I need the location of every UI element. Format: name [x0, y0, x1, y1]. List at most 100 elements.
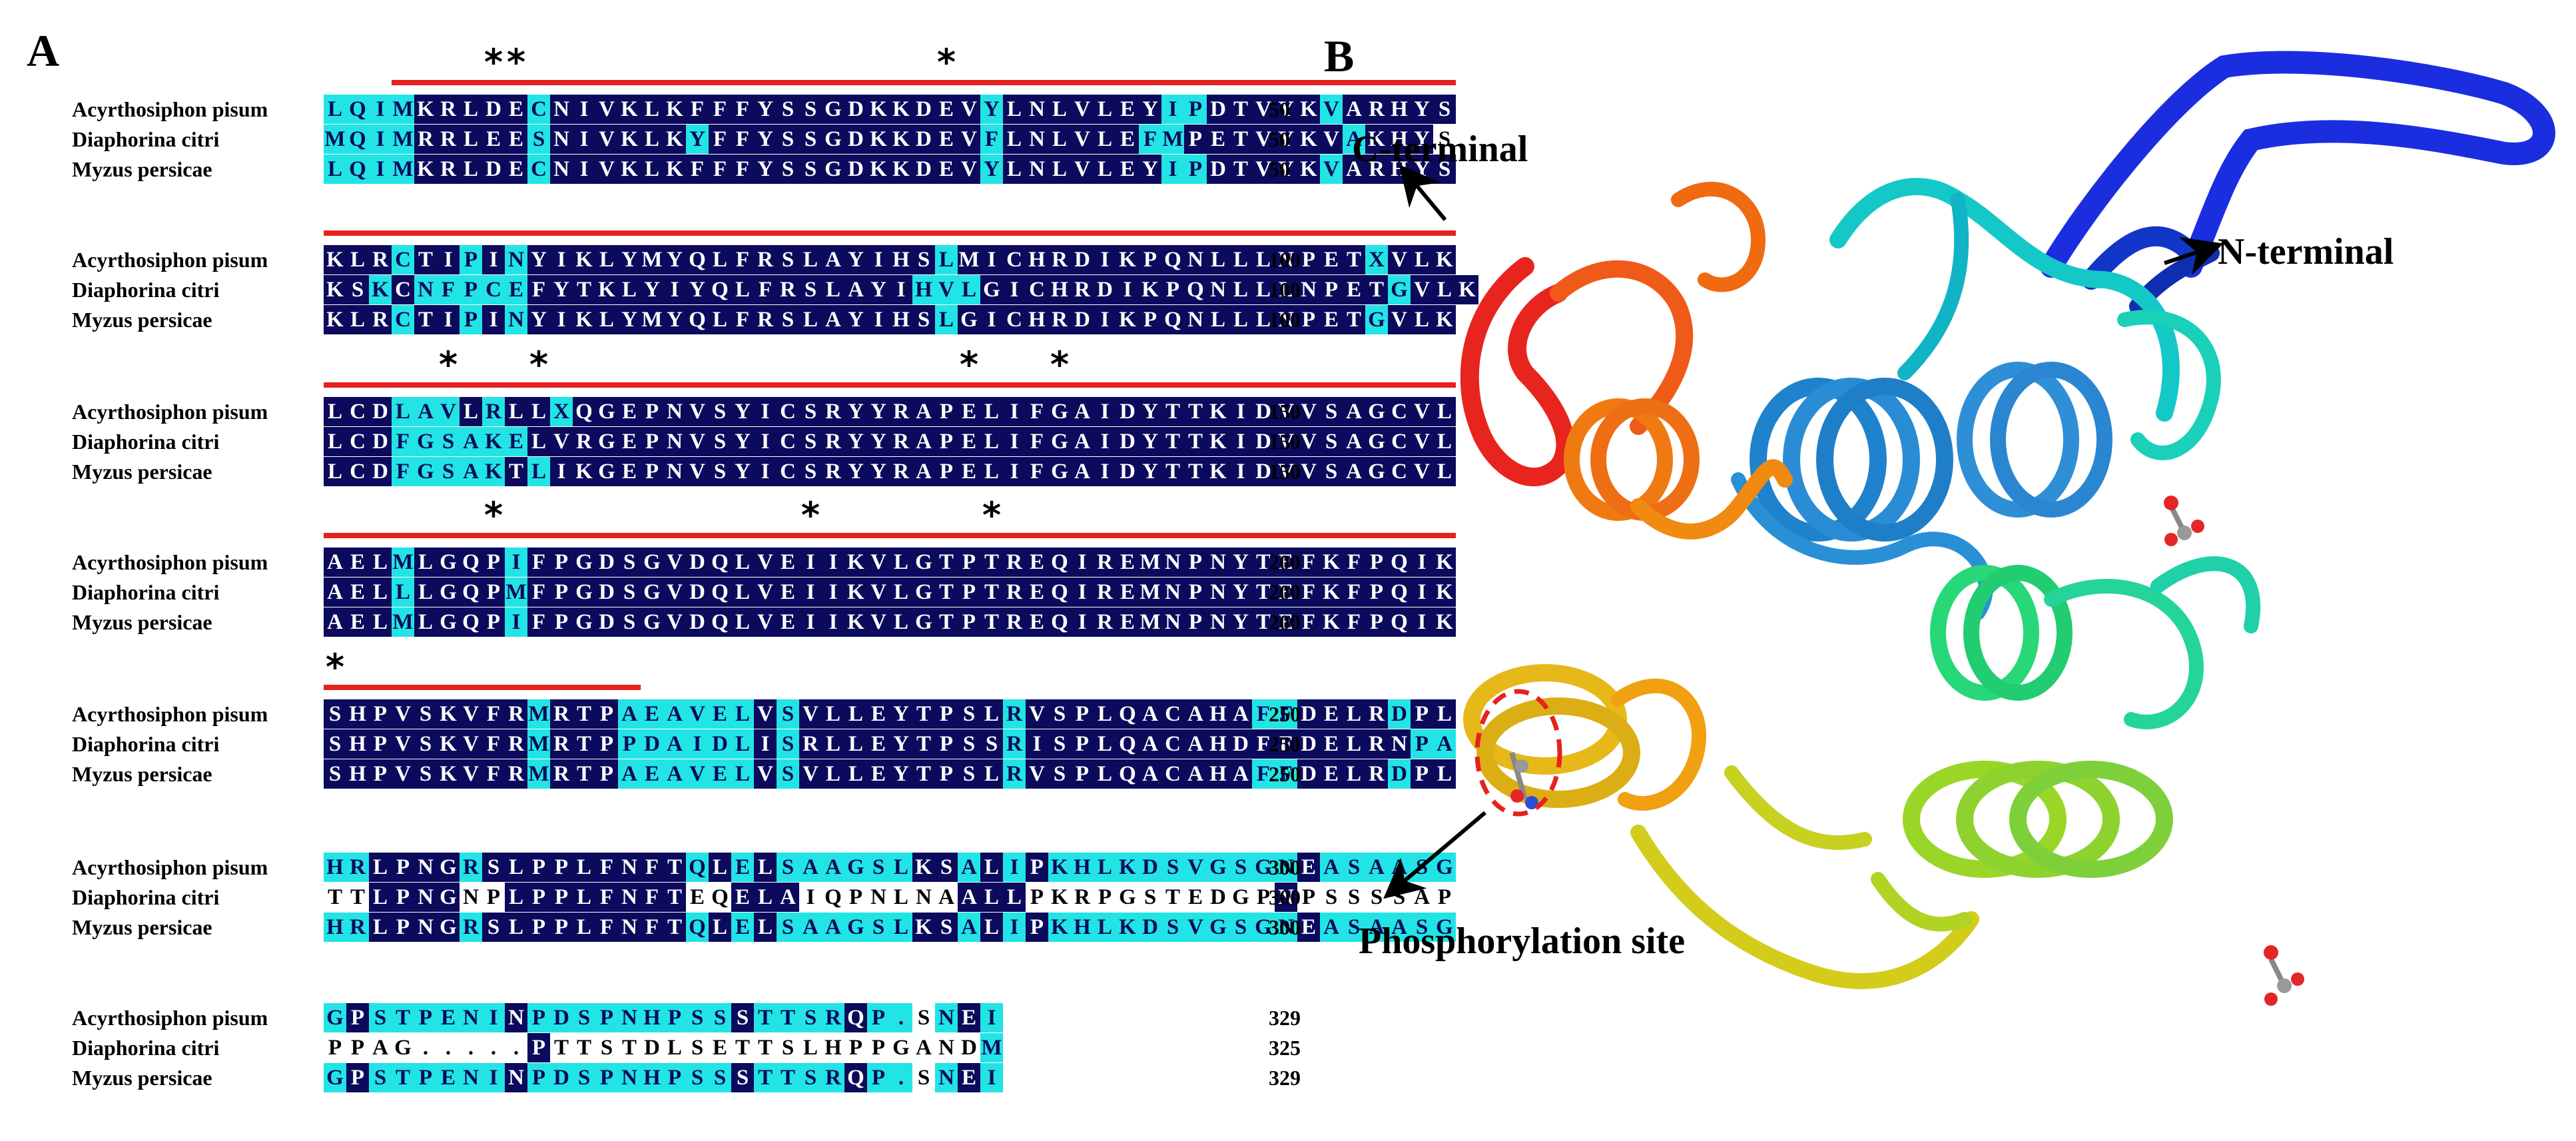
residue: A — [1139, 729, 1161, 759]
residue: S — [618, 548, 641, 577]
residue: A — [844, 275, 867, 304]
residue-position: 300 — [1269, 855, 1301, 879]
residue: N — [618, 1003, 641, 1032]
residue: C — [346, 457, 369, 486]
residue: I — [890, 275, 912, 304]
residue: D — [550, 1003, 573, 1032]
residue: T — [621, 1036, 637, 1060]
residue: F — [437, 275, 460, 304]
residue: I — [437, 245, 460, 274]
residue: I — [369, 125, 392, 154]
residue: L — [346, 305, 369, 334]
residue: E — [1275, 548, 1297, 577]
residue: P — [550, 853, 573, 882]
residue: F — [1139, 125, 1161, 154]
residue: R — [482, 397, 505, 426]
residue: L — [573, 853, 595, 882]
residue: I — [573, 125, 595, 154]
residue: Y — [844, 397, 867, 426]
residue: L — [505, 397, 527, 426]
residue: P — [482, 577, 505, 607]
residue: L — [731, 759, 754, 789]
residue: F — [1252, 729, 1275, 759]
residue: K — [1433, 305, 1456, 334]
residue: C — [1003, 245, 1026, 274]
residue: V — [754, 548, 777, 577]
residue: A — [822, 245, 844, 274]
residue: F — [1343, 548, 1365, 577]
residue: V — [867, 548, 890, 577]
residue: I — [799, 577, 822, 607]
residue: G — [437, 853, 460, 882]
residue: T — [663, 913, 686, 942]
residue: S — [799, 397, 822, 426]
residue: S — [414, 729, 437, 759]
residue: F — [1275, 759, 1297, 789]
residue: P — [1365, 548, 1388, 577]
residue: S — [912, 245, 935, 274]
residue: D — [912, 155, 935, 184]
residue: R — [754, 305, 777, 334]
residue: L — [980, 427, 1003, 456]
residue: S — [1161, 853, 1184, 882]
residue: K — [1297, 95, 1320, 124]
residue: T — [1161, 397, 1184, 426]
residue: V — [799, 699, 822, 729]
residue: D — [482, 95, 505, 124]
residue: R — [1365, 759, 1388, 789]
residue: P — [486, 885, 501, 909]
residue: G — [980, 275, 1003, 304]
residue: I — [505, 548, 527, 577]
residue: H — [1026, 245, 1048, 274]
residue: E — [1320, 759, 1343, 789]
residue: R — [369, 305, 392, 334]
residue: P — [350, 1036, 365, 1060]
residue: N — [870, 885, 886, 909]
residue: P — [1184, 548, 1207, 577]
residue: R — [1003, 548, 1026, 577]
residue: P — [867, 1003, 890, 1032]
residue: S — [958, 759, 980, 789]
residue-position: 100 — [1269, 308, 1301, 332]
residue: S — [777, 155, 799, 184]
residue: L — [1003, 125, 1026, 154]
residue: L — [980, 397, 1003, 426]
residue: N — [1207, 577, 1229, 607]
residue: L — [618, 275, 641, 304]
residue: T — [553, 1036, 569, 1060]
residue: Y — [686, 275, 709, 304]
residue: Y — [1139, 427, 1161, 456]
residue: S — [1143, 885, 1157, 909]
residue: R — [822, 1063, 844, 1092]
residue: T — [1343, 305, 1365, 334]
residue: K — [324, 305, 346, 334]
residue: A — [822, 305, 844, 334]
residue: Y — [890, 699, 912, 729]
residue: T — [663, 883, 686, 912]
residue: Y — [980, 155, 1003, 184]
residue: S — [799, 155, 822, 184]
residue: H — [824, 1036, 842, 1060]
residue: R — [799, 729, 822, 759]
residue: Y — [1139, 155, 1161, 184]
residue: L — [1229, 245, 1252, 274]
residue: G — [912, 548, 935, 577]
residue: P — [1411, 729, 1433, 759]
residue: S — [867, 913, 890, 942]
residue: H — [1388, 125, 1411, 154]
residue: T — [1252, 607, 1275, 637]
residue: D — [369, 457, 392, 486]
residue: P — [460, 305, 482, 334]
residue: C — [1161, 729, 1184, 759]
residue: S — [799, 427, 822, 456]
residue: R — [1094, 577, 1116, 607]
residue: E — [1026, 548, 1048, 577]
residue: T — [757, 1036, 773, 1060]
residue: M — [392, 548, 414, 577]
residue: H — [324, 913, 346, 942]
residue: N — [1275, 853, 1297, 882]
residue: Q — [686, 913, 709, 942]
residue: S — [369, 1063, 392, 1092]
